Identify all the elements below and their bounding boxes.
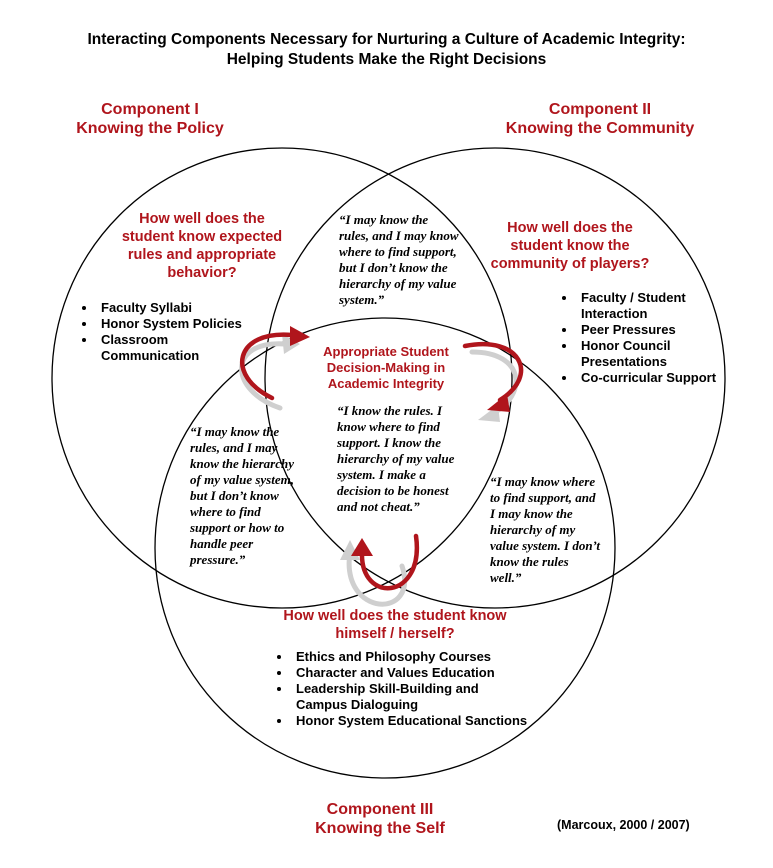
component-2-name: Component II: [548, 101, 652, 118]
center-label: Appropriate Student Decision-Making in A…: [323, 344, 449, 391]
diagram-title: Interacting Components Necessary for Nur…: [0, 30, 773, 70]
overlap-right-quote: “I may know where to find support, and I…: [490, 474, 601, 585]
list-item: Honor Council Presentations: [577, 338, 727, 370]
list-item: Leadership Skill-Building and Campus Dia…: [292, 681, 532, 713]
list-item: Faculty Syllabi: [97, 300, 247, 316]
list-item: Faculty / Student Interaction: [577, 290, 727, 322]
circle-component-2: [264, 147, 726, 609]
component-1-list: Faculty Syllabi Honor System Policies Cl…: [75, 300, 247, 364]
list-item: Co-curricular Support: [577, 370, 727, 386]
overlap-top-quote: “I may know the rules, and I may know wh…: [339, 212, 459, 307]
component-1-header: Component I Knowing the Policy: [45, 100, 255, 138]
red-arrowheads: [290, 326, 510, 556]
list-item: Classroom Communication: [97, 332, 247, 364]
red-arrow-bottom: [359, 533, 420, 591]
list-item: Honor System Policies: [97, 316, 247, 332]
list-item: Character and Values Education: [292, 665, 532, 681]
list-item: Peer Pressures: [577, 322, 727, 338]
center-quote: “I know the rules. I know where to find …: [337, 403, 455, 514]
component-1-subtitle: Knowing the Policy: [76, 120, 224, 137]
overlap-left-quote: “I may know the rules, and I may know th…: [190, 424, 295, 567]
component-2-question: How well does the student know the commu…: [490, 220, 650, 272]
circle-component-1: [51, 147, 513, 609]
title-line-2: Helping Students Make the Right Decision…: [226, 51, 547, 68]
component-3-name: Component III: [326, 801, 434, 818]
title-line-1: Interacting Components Necessary for Nur…: [87, 31, 686, 48]
red-arrow-right: [462, 342, 524, 403]
component-1-question: How well does the student know expected …: [121, 211, 283, 281]
component-2-header: Component II Knowing the Community: [490, 100, 710, 138]
red-arrow-left: [240, 332, 295, 401]
red-cycle-arrows: [240, 332, 524, 591]
red-arrowhead-left: [290, 326, 310, 346]
component-3-list: Ethics and Philosophy Courses Character …: [270, 649, 532, 729]
citation: (Marcoux, 2000 / 2007): [557, 818, 690, 832]
component-3-header: Component III Knowing the Self: [270, 800, 490, 838]
component-2-subtitle: Knowing the Community: [505, 120, 695, 137]
list-item: Honor System Educational Sanctions: [292, 713, 532, 729]
red-arrowhead-right: [487, 394, 510, 412]
red-arrowhead-bottom: [351, 538, 373, 556]
component-3-subtitle: Knowing the Self: [315, 820, 445, 837]
list-item: Ethics and Philosophy Courses: [292, 649, 532, 665]
component-2-list: Faculty / Student Interaction Peer Press…: [555, 290, 727, 386]
circle-component-3: [154, 317, 616, 779]
component-1-name: Component I: [101, 101, 199, 118]
component-3-question: How well does the student know himself /…: [283, 608, 507, 642]
